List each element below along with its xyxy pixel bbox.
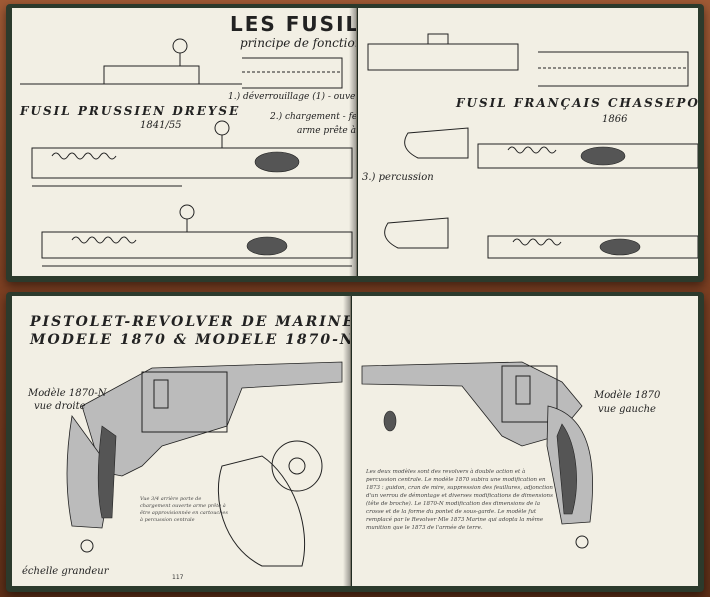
model-1870-label: Modèle 1870 — [594, 390, 661, 401]
revolver-title-line-2: MODELE 1870 & MODELE 1870-N — [30, 332, 351, 348]
top-right-drawings — [367, 33, 698, 259]
step-2-label: 2.) chargement - fermeture (1) - verroui… — [270, 112, 356, 122]
bottom-right-drawings — [361, 361, 593, 549]
step-1-label: 1.) déverrouillage (1) - ouverture de la… — [228, 92, 356, 102]
description-text-block: Les deux modèles sont des revolvers à do… — [366, 469, 553, 531]
rear-view-caption: Vue 3/4 arrière porte de chargement ouve… — [140, 496, 228, 523]
page-number: 117 — [172, 574, 184, 581]
top-subtitle: principe de fonctionnement — [240, 36, 356, 50]
chassepot-year: 1866 — [602, 114, 628, 125]
bottom-left-drawings — [66, 361, 343, 567]
revolver-title-line-1: PISTOLET-REVOLVER DE MARINE — [30, 314, 351, 330]
bottom-right-page: Modèle 1870 vue gauche Les deux modèles … — [352, 296, 698, 586]
step-3-label: 3.) percussion — [362, 172, 434, 183]
right-view-label: vue droite — [34, 401, 86, 412]
top-left-drawings — [20, 38, 353, 267]
top-title: LES FUSILS AIGUILLE — [230, 12, 356, 36]
chassepot-heading: FUSIL FRANÇAIS CHASSEPOT — [456, 96, 698, 110]
model-1870n-label: Modèle 1870-N — [28, 388, 107, 399]
scale-label: échelle grandeur — [22, 566, 109, 577]
top-right-page: FUSIL FRANÇAIS CHASSEPOT 1866 3.) percus… — [358, 8, 698, 276]
step-2b-label: arme prête à faire feu. — [297, 126, 356, 136]
bottom-left-page: PISTOLET-REVOLVER DE MARINE MODELE 1870 … — [12, 296, 351, 586]
dreyse-year: 1841/55 — [140, 120, 182, 131]
dreyse-heading: FUSIL PRUSSIEN DREYSE — [20, 104, 241, 118]
top-left-page: LES FUSILS AIGUILLE principe de fonction… — [12, 8, 357, 276]
left-view-label: vue gauche — [598, 404, 656, 415]
